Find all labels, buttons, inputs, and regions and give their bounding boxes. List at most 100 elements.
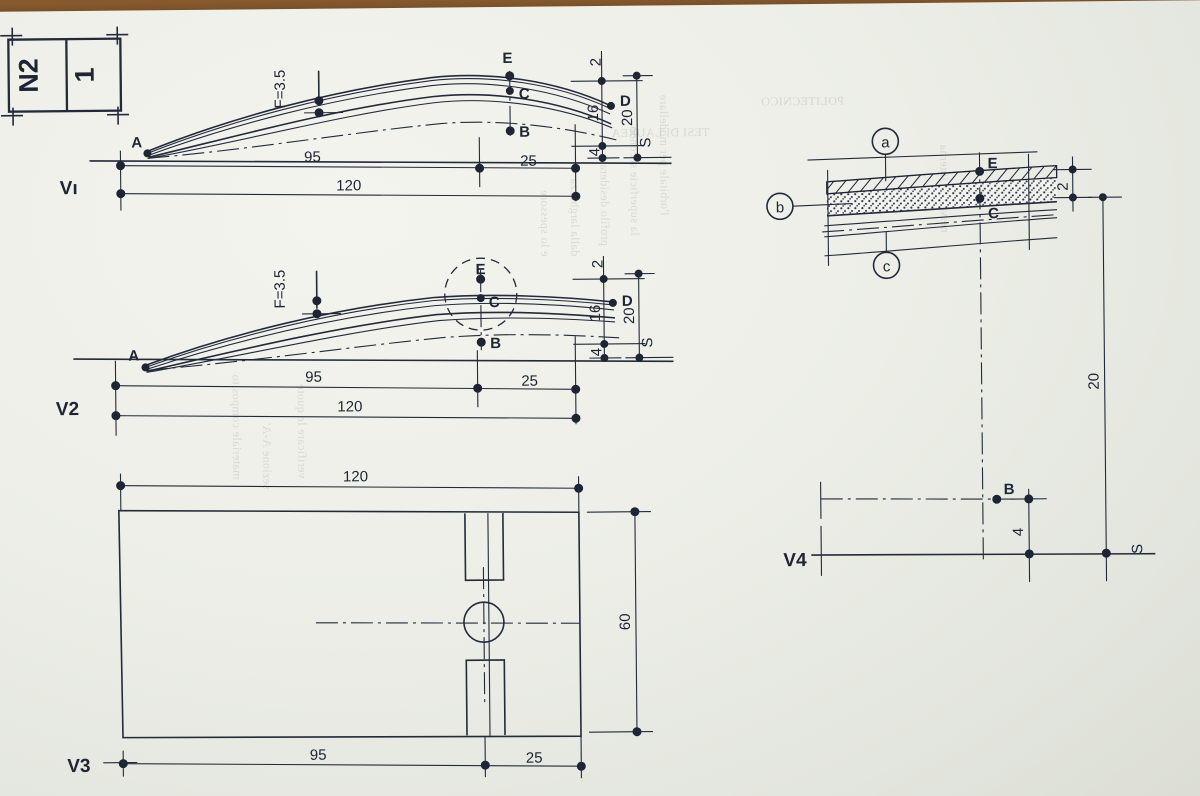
- detail-dim2-dot-b: [1068, 193, 1077, 202]
- detail-centerline: [822, 214, 1058, 233]
- v1-point-B-marker: [505, 126, 515, 136]
- v2-dim25-dot-r: [571, 384, 581, 394]
- v1-dimline-120: [120, 193, 576, 197]
- v1-vdim-dot-2: [598, 142, 607, 151]
- v2-vdim-tick-4: [573, 343, 646, 345]
- detail-dim2-dot-t: [1068, 165, 1077, 174]
- v1-point-D-label: D: [620, 93, 631, 110]
- detail-outer-line: [824, 237, 1058, 257]
- v1-dimline-95-25: [120, 165, 576, 169]
- v2-profile-bottom-inner: [146, 317, 616, 373]
- v1-datum-label: S: [637, 137, 654, 147]
- detail-witness-right: [1027, 153, 1030, 250]
- v2-dim120-dot-l: [111, 411, 121, 421]
- detail-core-bottom: [826, 200, 1057, 217]
- v4-dim-4: 4: [1010, 528, 1027, 537]
- v4-dim4-dot-b: [1024, 549, 1034, 559]
- v4-dim4-dot-t: [1024, 494, 1034, 504]
- v1-dim-4: 4: [586, 148, 603, 157]
- v2-dim-25: 25: [521, 373, 538, 390]
- v2-vdim-dot-1: [599, 274, 608, 283]
- v1-vdim-tick-4: [571, 145, 644, 147]
- v1-profile-bottom: [148, 93, 612, 159]
- detail-core-stipple: [826, 177, 1057, 216]
- v2-dim95-dot-r: [473, 383, 483, 393]
- v1-vdim-line-a: [600, 51, 604, 159]
- v2-vdim-line-overall: [638, 273, 640, 358]
- balloon-a-label: a: [881, 134, 890, 151]
- v2-profile-mid: [146, 302, 614, 370]
- v3-upper-slot: [464, 512, 505, 582]
- v2-dim-20: 20: [621, 307, 638, 324]
- v2-e-c-b-witness: [479, 270, 482, 351]
- v1-datum-line: [89, 160, 672, 165]
- detail-ec-centerline: [978, 152, 984, 563]
- v2-witness-mid: [476, 350, 479, 408]
- v2-force-label: F=3.5: [272, 270, 289, 309]
- v2-point-D-label: D: [622, 293, 633, 310]
- v3-lower-slot: [465, 659, 506, 736]
- v1-dim120-dot-l: [116, 189, 126, 199]
- v3-boss-edge-left: [487, 513, 491, 738]
- v1-witness-left: [119, 150, 122, 211]
- v1-vdim-tick-top: [570, 80, 643, 82]
- view-label-v4: V4: [783, 550, 807, 571]
- v4-dim20-line: [1102, 197, 1108, 582]
- v2-dim-2: 2: [589, 260, 606, 269]
- v2-dimline-95-25: [115, 385, 576, 390]
- view-label-v2: V2: [56, 399, 79, 420]
- detail-witness-left: [827, 169, 830, 266]
- v4-dim-20: 20: [1086, 373, 1103, 390]
- detail-layers: a b c E C: [766, 127, 1092, 563]
- v3-witness-r-top: [586, 511, 651, 513]
- title-block: N2 1: [0, 26, 130, 126]
- detail-inner-line-2: [824, 217, 1058, 238]
- v4-upper-refline: [820, 498, 1015, 500]
- view-v4: B 4 20 S V4: [783, 193, 1156, 582]
- v4-dim20-dot-b: [1101, 548, 1111, 558]
- v2-point-A-marker: [141, 363, 150, 372]
- v2-dim95-dot-l: [111, 381, 121, 391]
- v1-profile-top-inner: [147, 78, 610, 154]
- v2-point-A-label: A: [128, 347, 139, 364]
- v1-point-B-label: B: [519, 124, 530, 141]
- v1-blade-centerline: [147, 121, 617, 159]
- v1-dim-25: 25: [520, 153, 537, 170]
- view-v2: A E C B D F=3.5: [56, 255, 674, 436]
- v2-datum-label: S: [639, 337, 656, 347]
- v1-point-A-label: A: [131, 134, 142, 151]
- v4-datum-label: S: [1129, 544, 1146, 554]
- v1-point-A-marker: [143, 149, 152, 158]
- detail-dim2-line: [1071, 156, 1074, 212]
- balloon-b-leader: [792, 203, 852, 207]
- v1-point-C-label: C: [519, 86, 530, 103]
- v3-dim-60: 60: [617, 613, 634, 630]
- v1-dim-120: 120: [336, 177, 361, 194]
- v2-dim-16: 16: [587, 305, 604, 322]
- v1-profile-top-outer: [147, 74, 610, 153]
- detail-skin-hatch: [826, 164, 1058, 195]
- v1-dim-95: 95: [304, 149, 321, 166]
- balloon-b-label: b: [776, 199, 785, 216]
- v2-detail-callout-circle[interactable]: [444, 257, 518, 331]
- v4-dim4-line: [1028, 488, 1031, 582]
- v3-centerline-h: [315, 622, 580, 624]
- v1-force-point: [314, 96, 324, 106]
- v2-vdim-tick-top: [572, 278, 645, 280]
- v1-profile-mid: [148, 83, 611, 156]
- v1-dim-20: 20: [619, 109, 636, 126]
- v1-profile-bottom-inner: [148, 100, 613, 159]
- v2-profile-top-inner: [145, 297, 613, 368]
- v1-dim95-dot-l: [116, 161, 126, 171]
- v1-dim120-dot-r: [571, 191, 581, 201]
- v3-dimline-120: [120, 485, 579, 489]
- v2-vdim-dot-2: [600, 339, 609, 348]
- v3-dim-95: 95: [310, 747, 327, 764]
- v2-point-E-label: E: [475, 261, 485, 278]
- view-v3: 120 60 95 25 V3: [67, 468, 653, 779]
- v1-dim-16: 16: [585, 105, 602, 122]
- v2-force-point: [312, 296, 322, 306]
- v2-dim120-dot-r: [571, 413, 581, 423]
